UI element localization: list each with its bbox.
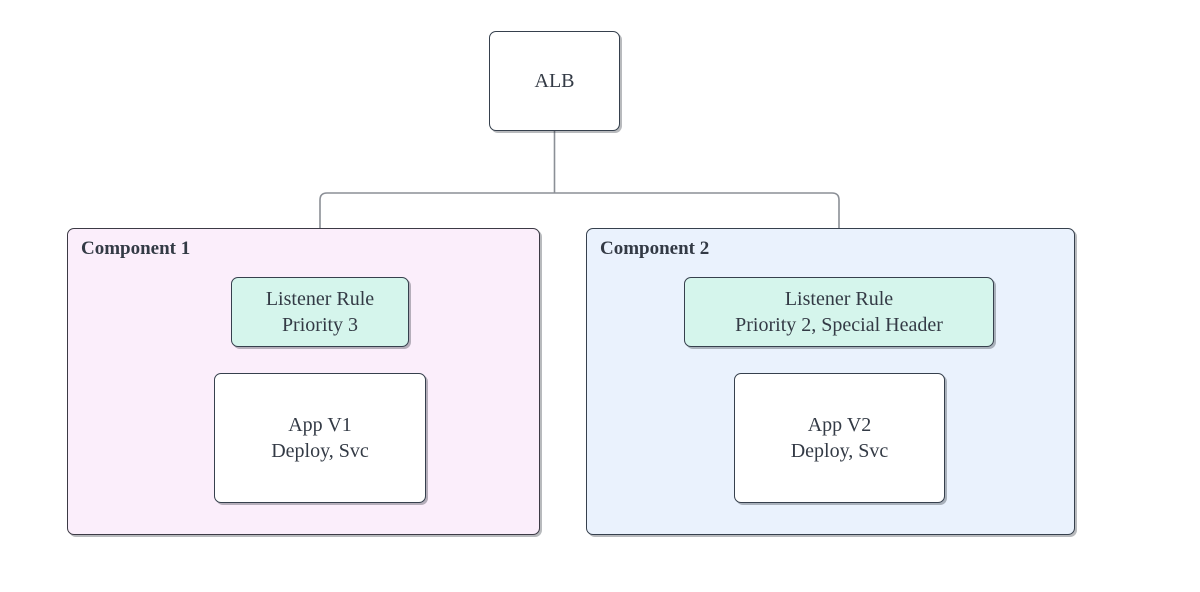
node-listener-rule-2[interactable]: Listener Rule Priority 2, Special Header [684,277,994,347]
node-app-v1[interactable]: App V1 Deploy, Svc [214,373,426,503]
node-app-v2-label: App V2 [807,414,872,436]
node-listener-rule-2-sublabel: Priority 2, Special Header [735,314,943,336]
node-listener-rule-2-label: Listener Rule [784,288,894,310]
node-listener-rule-1-label: Listener Rule [265,288,375,310]
node-alb-label: ALB [534,70,575,92]
cluster-title-component-1: Component 1 [81,238,191,259]
cluster-title-component-2: Component 2 [600,238,710,259]
node-alb[interactable]: ALB [489,31,620,131]
node-app-v2-sublabel: Deploy, Svc [790,440,889,462]
node-listener-rule-1-sublabel: Priority 3 [281,314,359,336]
node-app-v1-label: App V1 [288,414,352,436]
node-app-v1-sublabel: Deploy, Svc [271,440,369,462]
node-app-v2[interactable]: App V2 Deploy, Svc [734,373,945,503]
node-listener-rule-1[interactable]: Listener Rule Priority 3 [231,277,409,347]
